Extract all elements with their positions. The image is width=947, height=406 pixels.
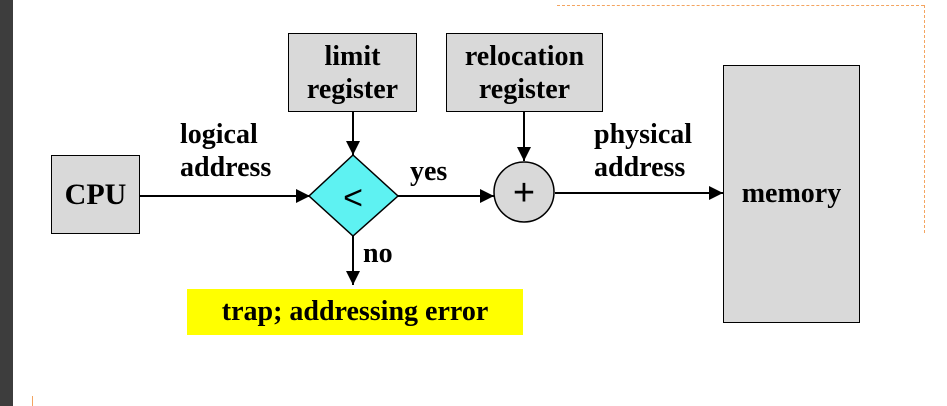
trap-error-label: trap; addressing error <box>221 296 489 327</box>
cpu-box: CPU <box>51 155 140 234</box>
limit-register-box: limit register <box>288 33 417 112</box>
trap-error-box: trap; addressing error <box>187 289 523 335</box>
slide-frame-right-dash <box>924 5 925 233</box>
memory-label: memory <box>741 178 842 209</box>
memory-box: memory <box>723 65 860 323</box>
adder-circle <box>493 161 555 223</box>
relocation-register-label: relocation register <box>464 40 585 105</box>
window-left-edge <box>0 0 13 406</box>
slide-frame-top-dash <box>557 5 924 6</box>
logical-address-label: logical address <box>180 119 272 183</box>
comparator-diamond <box>307 153 400 238</box>
adder-symbol: + <box>513 172 535 214</box>
yes-label: yes <box>410 156 448 187</box>
comparator-symbol: < <box>343 179 363 217</box>
no-label: no <box>363 238 393 269</box>
limit-register-label: limit register <box>306 40 399 105</box>
relocation-register-box: relocation register <box>446 33 603 112</box>
physical-address-label: physical address <box>594 119 693 183</box>
cpu-label: CPU <box>64 177 127 211</box>
slide-frame-bottom-mark <box>32 396 33 406</box>
